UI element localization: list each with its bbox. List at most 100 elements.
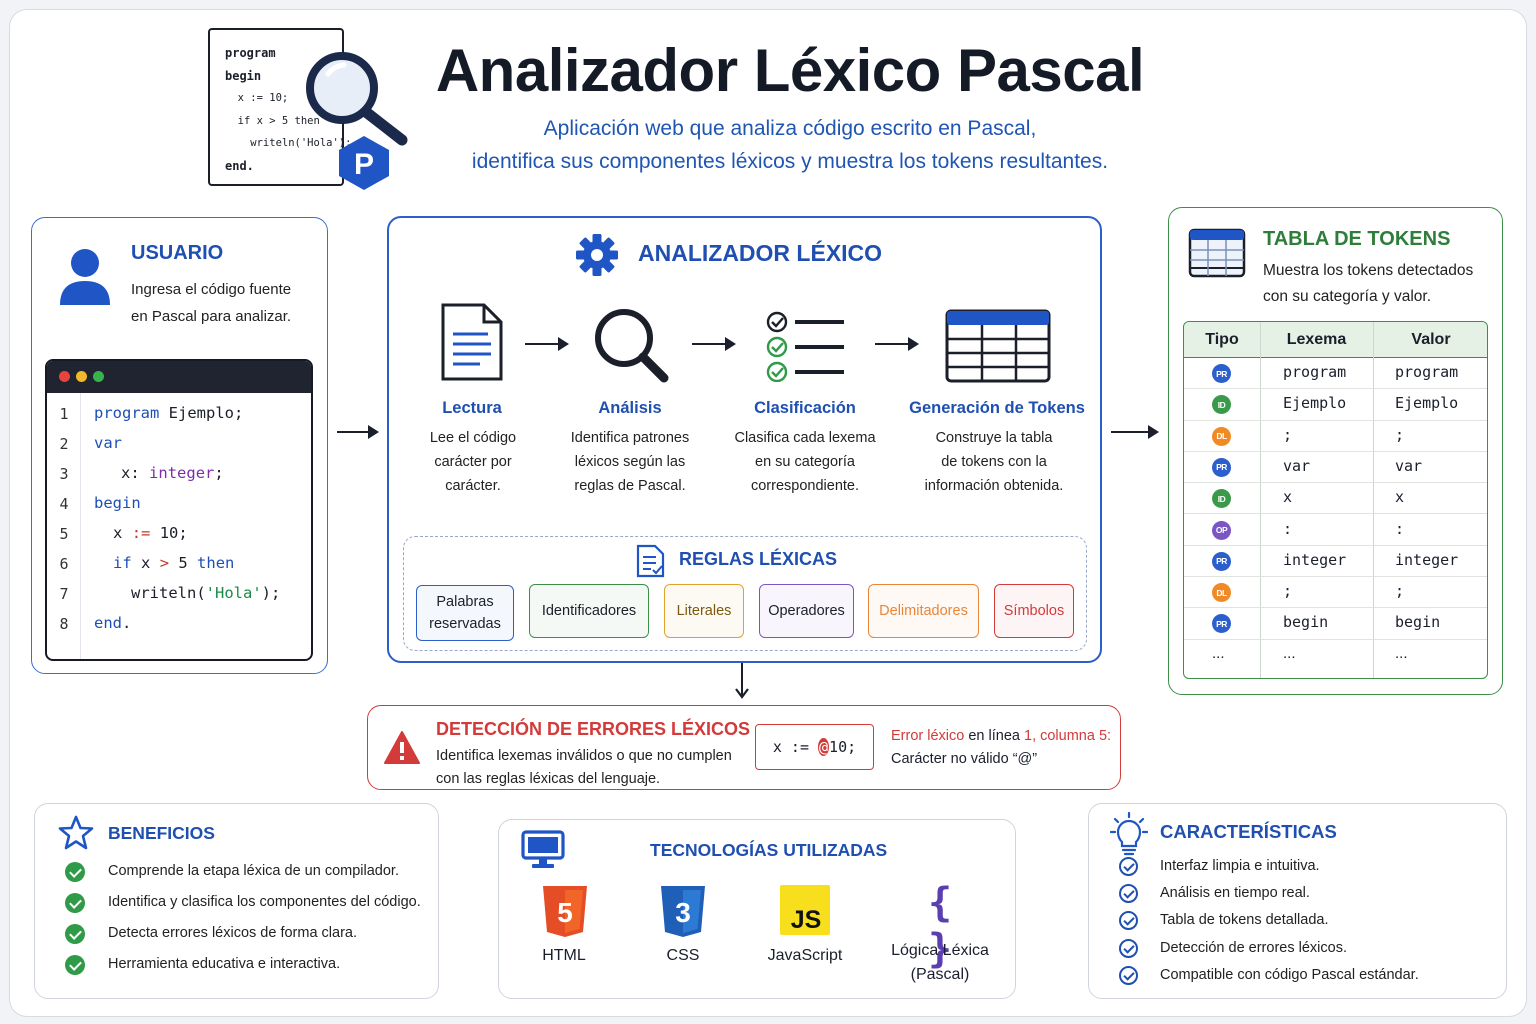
rule-chip-label: Palabras bbox=[436, 594, 494, 610]
beneficios-card bbox=[34, 803, 439, 999]
line-number: 5 bbox=[59, 525, 69, 543]
token-type-badge: ID bbox=[1212, 489, 1231, 509]
step-description: Construye la tabla de tokens con la info… bbox=[894, 426, 1094, 498]
rule-chip-label: reservadas bbox=[429, 616, 501, 632]
monitor-icon bbox=[521, 830, 565, 868]
token-valor: ; bbox=[1395, 582, 1405, 601]
token-type-badge: OP bbox=[1212, 520, 1231, 540]
tokens-heading: TABLA DE TOKENS bbox=[1263, 228, 1451, 250]
tech-label: JavaScript bbox=[767, 947, 843, 964]
step-arrow-icon bbox=[525, 337, 569, 351]
subtitle-line: identifica sus componentes léxicos y mue… bbox=[471, 150, 1109, 173]
javascript-logo-text: JS bbox=[791, 906, 822, 934]
token-valor: : bbox=[1395, 519, 1405, 538]
maximize-dot-icon bbox=[93, 371, 104, 382]
table-row-ellipsis: ......... bbox=[1184, 640, 1487, 671]
lightbulb-icon bbox=[1110, 812, 1148, 856]
step-title: Generación de Tokens bbox=[909, 399, 1085, 417]
caracteristicas-heading: CARACTERÍSTICAS bbox=[1160, 821, 1337, 842]
column-header-valor: Valor bbox=[1373, 322, 1487, 358]
errores-desc-line: Identifica lexemas inválidos o que no cu… bbox=[436, 748, 732, 764]
step-desc-line: Lee el código bbox=[429, 430, 517, 446]
token-valor: x bbox=[1395, 488, 1405, 507]
tecnologias-heading: TECNOLOGÍAS UTILIZADAS bbox=[650, 840, 888, 860]
tech-label-line: Lógica Léxica bbox=[891, 942, 989, 959]
step-desc-line: Construye la tabla bbox=[935, 430, 1053, 446]
step-description: Clasifica cada lexema en su categoría co… bbox=[715, 426, 895, 498]
code-editor[interactable]: 1 2 3 4 5 6 7 8 program Ejemplo; var x: … bbox=[45, 359, 313, 661]
illus-line: begin bbox=[225, 68, 262, 83]
token-type-badge: PR bbox=[1212, 457, 1231, 477]
rule-chip-operadores: Operadores bbox=[759, 584, 854, 638]
step-arrow-icon bbox=[692, 337, 736, 351]
step-desc-line: de tokens con la bbox=[941, 454, 1047, 470]
ellipsis-cell: ... bbox=[1395, 644, 1408, 662]
token-valor: integer bbox=[1395, 550, 1459, 569]
rule-chip-palabras-reservadas: Palabras reservadas bbox=[416, 585, 514, 641]
header-code-illustration: program begin x := 10; if x > 5 then wri… bbox=[208, 28, 351, 186]
code-line: x: integer; bbox=[121, 464, 224, 482]
page-title: Analizador Léxico Pascal bbox=[435, 37, 1145, 104]
token-lexema: integer bbox=[1283, 550, 1347, 569]
step-desc-line: carácter. bbox=[445, 478, 501, 494]
page-subtitle: Aplicación web que analiza código escrit… bbox=[420, 112, 1160, 178]
code-line: begin bbox=[94, 494, 141, 512]
star-icon bbox=[58, 815, 94, 850]
css3-logo-icon: 3 bbox=[661, 886, 705, 937]
flow-arrow-icon bbox=[337, 425, 379, 439]
minimize-dot-icon bbox=[76, 371, 87, 382]
errores-card bbox=[367, 705, 1121, 790]
rule-chip-delimitadores: Delimitadores bbox=[868, 584, 979, 638]
css3-logo-text: 3 bbox=[675, 897, 691, 928]
illus-line: program bbox=[225, 46, 276, 60]
step-desc-line: reglas de Pascal. bbox=[574, 478, 686, 494]
token-type-badge: ID bbox=[1212, 395, 1231, 415]
illus-line: x := 10; bbox=[225, 92, 289, 105]
token-valor: Ejemplo bbox=[1395, 394, 1459, 413]
beneficio-item: Comprende la etapa léxica de un compilad… bbox=[108, 863, 399, 879]
warning-icon bbox=[384, 731, 420, 764]
table-row: DL;; bbox=[1184, 577, 1487, 609]
token-lexema: ; bbox=[1283, 582, 1293, 601]
token-lexema: program bbox=[1283, 363, 1347, 381]
error-message-text: en línea bbox=[964, 728, 1024, 744]
gear-icon bbox=[576, 234, 618, 276]
step-description: Lee el código carácter por carácter. bbox=[383, 426, 563, 498]
token-type-badge: DL bbox=[1212, 583, 1231, 603]
caracteristicas-card bbox=[1088, 803, 1507, 999]
javascript-logo-icon: JS bbox=[780, 885, 830, 935]
errores-desc-line: con las reglas léxicas del lenguaje. bbox=[436, 771, 661, 787]
token-type-badge: DL bbox=[1212, 426, 1231, 446]
code-line: end. bbox=[94, 614, 132, 632]
step-title: Análisis bbox=[598, 399, 662, 417]
error-invalid-char: @ bbox=[818, 738, 830, 756]
step-desc-line: correspondiente. bbox=[750, 478, 859, 494]
token-valor: program bbox=[1395, 363, 1459, 381]
column-divider bbox=[1373, 322, 1374, 678]
step-desc-line: Identifica patrones bbox=[570, 430, 690, 446]
token-valor: begin bbox=[1395, 613, 1441, 632]
code-line: if x > 5 then bbox=[113, 554, 235, 572]
error-code-sample: x := @10; bbox=[755, 724, 874, 770]
rule-chip-label: Identificadores bbox=[541, 603, 637, 619]
token-lexema: var bbox=[1283, 456, 1311, 475]
tech-label: CSS bbox=[666, 947, 700, 964]
step-title: Clasificación bbox=[754, 399, 856, 417]
usuario-description: Ingresa el código fuente en Pascal para … bbox=[131, 276, 291, 330]
column-header-lexema: Lexema bbox=[1260, 322, 1373, 358]
pascal-hexagon-icon: P bbox=[339, 136, 389, 190]
tech-label-line: (Pascal) bbox=[910, 966, 970, 983]
step-arrow-icon bbox=[875, 337, 919, 351]
illus-line: end. bbox=[225, 158, 254, 173]
step-desc-line: información obtenida. bbox=[924, 478, 1064, 494]
step-title: Lectura bbox=[442, 399, 502, 417]
check-outline-icon bbox=[1119, 857, 1138, 876]
user-icon bbox=[60, 249, 110, 305]
